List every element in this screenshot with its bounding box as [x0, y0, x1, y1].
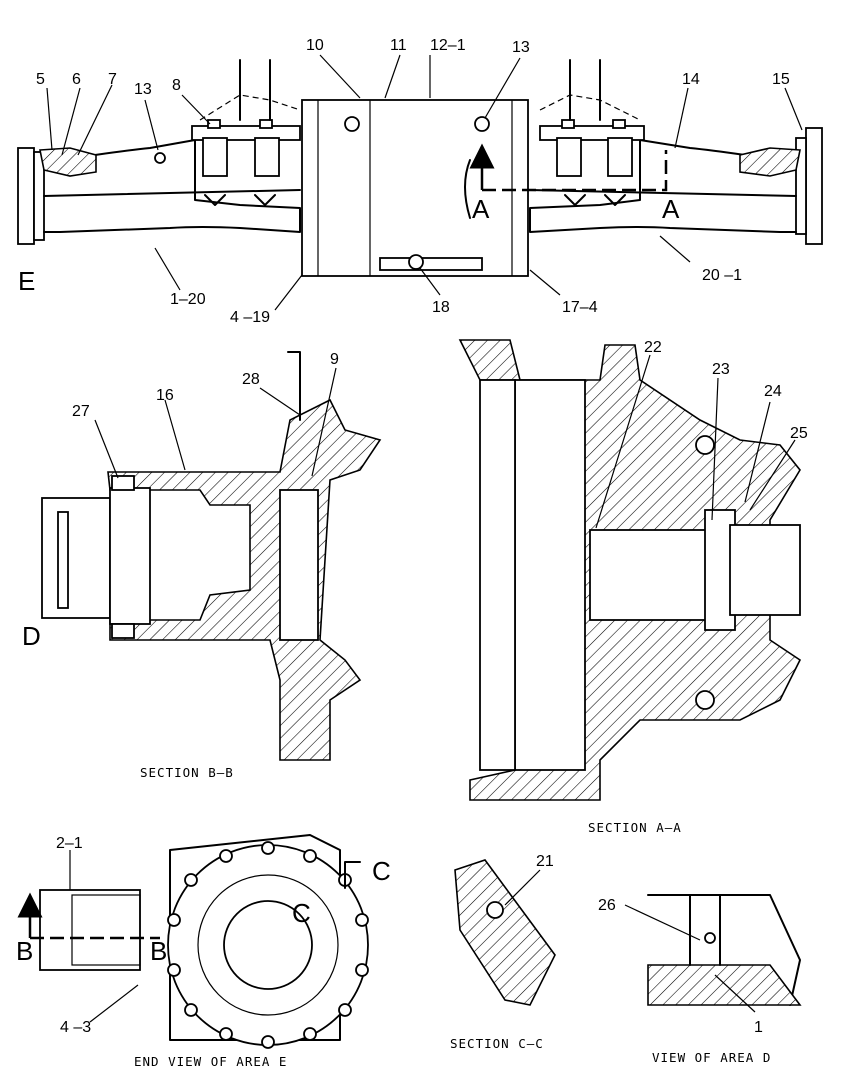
callout-1-20: 1–20 — [170, 291, 206, 308]
callout-25: 25 — [790, 425, 808, 442]
callout-5: 5 — [36, 71, 45, 88]
view-label-d: D — [22, 621, 41, 651]
leader-lines — [46, 54, 803, 1023]
callout-16: 16 — [156, 387, 174, 404]
callout-27: 27 — [72, 403, 90, 420]
callout-12-1: 12–1 — [430, 37, 466, 54]
callout-26: 26 — [598, 897, 616, 914]
callout-21: 21 — [536, 853, 554, 870]
section-cc-view — [454, 859, 556, 1006]
caption-section-cc: SECTION C–C — [450, 1036, 544, 1051]
caption-section-bb: SECTION B–B — [140, 765, 234, 780]
callout-4-19: 4 –19 — [230, 309, 270, 326]
section-mark-b-left: B — [16, 936, 33, 966]
section-mark-c-inner: C — [292, 898, 311, 928]
callout-6: 6 — [72, 71, 81, 88]
caption-view-area-d: VIEW OF AREA D — [652, 1050, 771, 1065]
callout-23: 23 — [712, 361, 730, 378]
end-view-e — [17, 834, 369, 1049]
callout-1: 1 — [754, 1019, 763, 1036]
callout-8: 8 — [172, 77, 181, 94]
caption-section-aa: SECTION A–A — [588, 820, 682, 835]
section-aa-view — [458, 339, 802, 801]
section-mark-a-right: A — [662, 194, 680, 224]
caption-end-view-e: END VIEW OF AREA E — [134, 1054, 287, 1069]
callout-15: 15 — [772, 71, 790, 88]
axle-top-view — [17, 59, 823, 277]
callout-22: 22 — [644, 339, 662, 356]
callout-9: 9 — [330, 351, 339, 368]
callout-10: 10 — [306, 37, 324, 54]
view-area-d — [647, 894, 802, 1006]
section-mark-a-left: A — [472, 194, 490, 224]
callout-labels: 5 6 7 13 8 10 11 12–1 13 14 15 E 1–20 4 … — [16, 37, 808, 1069]
callout-18: 18 — [432, 299, 450, 316]
view-label-e: E — [18, 266, 35, 296]
callout-13-right: 13 — [512, 39, 530, 56]
section-mark-b-right: B — [150, 936, 167, 966]
callout-17-4: 17–4 — [562, 299, 598, 316]
callout-24: 24 — [764, 383, 782, 400]
callout-14: 14 — [682, 71, 700, 88]
callout-2-1: 2–1 — [56, 835, 83, 852]
callout-20-1: 20 –1 — [702, 267, 742, 284]
section-mark-c-outer: C — [372, 856, 391, 886]
callout-11: 11 — [390, 37, 407, 54]
callout-28: 28 — [242, 371, 260, 388]
section-bb-view — [41, 351, 382, 761]
callout-7: 7 — [108, 71, 117, 88]
callout-13-left: 13 — [134, 81, 152, 98]
callout-4-3: 4 –3 — [60, 1019, 91, 1036]
